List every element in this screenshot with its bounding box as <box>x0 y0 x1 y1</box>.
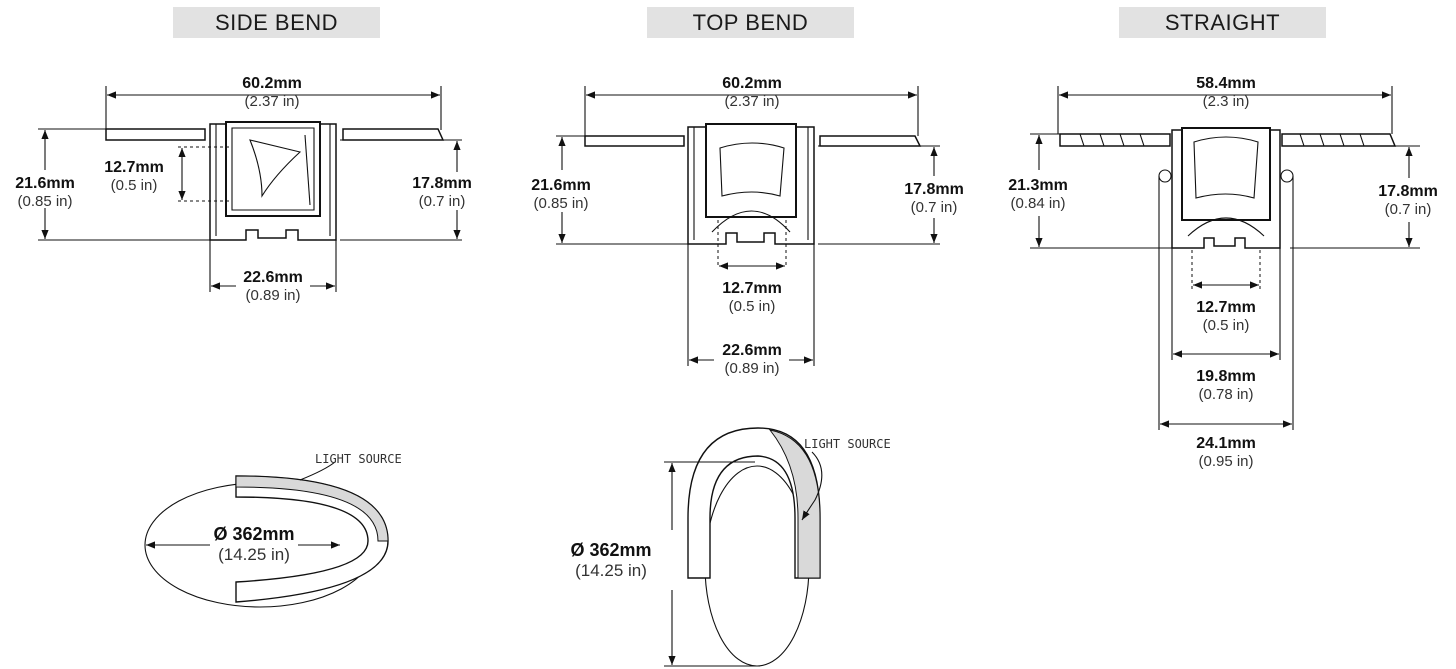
straight-inner-in: (0.78 in) <box>1198 386 1253 403</box>
side-width-in: (2.37 in) <box>244 93 299 110</box>
top-width-mm: 60.2mm <box>722 75 782 92</box>
side-lens-in: (0.5 in) <box>111 177 158 194</box>
straight-dimensions <box>1030 86 1420 430</box>
straight-outer-mm: 24.1mm <box>1196 435 1256 452</box>
top-lens-mm: 12.7mm <box>722 280 782 297</box>
side-bend-dimensions <box>38 86 462 292</box>
straight-inner-mm: 19.8mm <box>1196 368 1256 385</box>
straight-lens-mm: 12.7mm <box>1196 299 1256 316</box>
straight-outer-in: (0.95 in) <box>1198 453 1253 470</box>
top-diameter-in: (14.25 in) <box>575 561 647 580</box>
side-lens-mm: 12.7mm <box>104 159 164 176</box>
straight-height-body-mm: 17.8mm <box>1378 183 1438 200</box>
side-height-body-mm: 17.8mm <box>412 175 472 192</box>
header-top-bend: TOP BEND <box>647 7 854 38</box>
side-height-body-in: (0.7 in) <box>419 193 466 210</box>
top-base-in: (0.89 in) <box>724 360 779 377</box>
straight-height-total-mm: 21.3mm <box>1008 177 1068 194</box>
top-light-source-label: LIGHT SOURCE <box>804 437 891 451</box>
top-width-in: (2.37 in) <box>724 93 779 110</box>
top-base-mm: 22.6mm <box>722 342 782 359</box>
side-light-source-label: LIGHT SOURCE <box>315 452 402 466</box>
side-diameter-in: (14.25 in) <box>218 545 290 564</box>
side-width-mm: 60.2mm <box>242 75 302 92</box>
side-base-in: (0.89 in) <box>245 287 300 304</box>
straight-height-body-in: (0.7 in) <box>1385 201 1432 218</box>
side-height-total-in: (0.85 in) <box>17 193 72 210</box>
header-side-bend: SIDE BEND <box>173 7 380 38</box>
side-base-mm: 22.6mm <box>243 269 303 286</box>
side-height-total-mm: 21.6mm <box>15 175 75 192</box>
straight-width-mm: 58.4mm <box>1196 75 1256 92</box>
top-bend-dimensions <box>556 86 940 366</box>
side-diameter-mm: Ø 362mm <box>213 524 294 544</box>
side-bend-arc-illustration <box>144 461 389 608</box>
top-lens-in: (0.5 in) <box>729 298 776 315</box>
top-height-body-mm: 17.8mm <box>904 181 964 198</box>
top-bend-arc-illustration <box>664 427 823 667</box>
straight-height-total-in: (0.84 in) <box>1010 195 1065 212</box>
top-height-total-mm: 21.6mm <box>531 177 591 194</box>
straight-lens-in: (0.5 in) <box>1203 317 1250 334</box>
top-bend-profile <box>584 123 922 245</box>
top-height-body-in: (0.7 in) <box>911 199 958 216</box>
straight-profile <box>1059 127 1397 249</box>
top-diameter-mm: Ø 362mm <box>570 540 651 560</box>
header-straight: STRAIGHT <box>1119 7 1326 38</box>
top-height-total-in: (0.85 in) <box>533 195 588 212</box>
straight-width-in: (2.3 in) <box>1203 93 1250 110</box>
